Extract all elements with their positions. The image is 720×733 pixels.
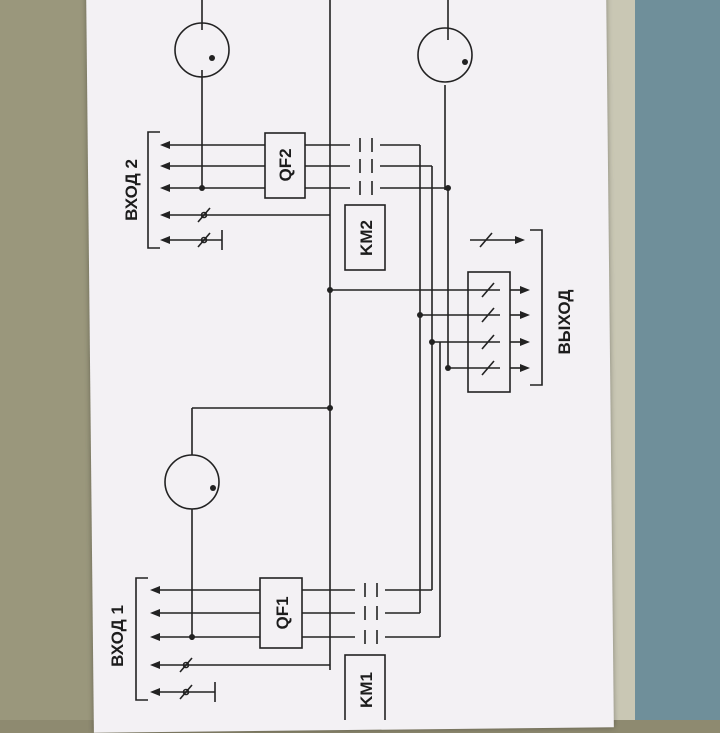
socket-bottom [164, 407, 330, 640]
km2-contacts [359, 138, 449, 600]
input-arrows [150, 141, 530, 696]
output-terminal-block [467, 271, 511, 393]
input1-label: ВХОД 1 [108, 605, 127, 667]
contactor-km1-label: KM1 [357, 672, 376, 708]
junction-dots [189, 55, 468, 640]
contactor-km2 [344, 204, 386, 271]
km1-contacts [364, 342, 441, 644]
output-label: ВЫХОД [555, 290, 574, 355]
socket-top-left [174, 0, 230, 190]
contactor-km1 [344, 654, 386, 720]
input1-terminals [135, 577, 330, 702]
breaker-qf2-label: QF2 [276, 148, 295, 181]
contactor-km2-label: KM2 [357, 220, 376, 256]
socket-top-right [417, 27, 473, 190]
input2-terminals [147, 131, 330, 250]
input2-label: ВХОД 2 [122, 159, 141, 221]
breaker-qf1-label: QF1 [273, 596, 292, 629]
output-terminals [470, 229, 543, 386]
